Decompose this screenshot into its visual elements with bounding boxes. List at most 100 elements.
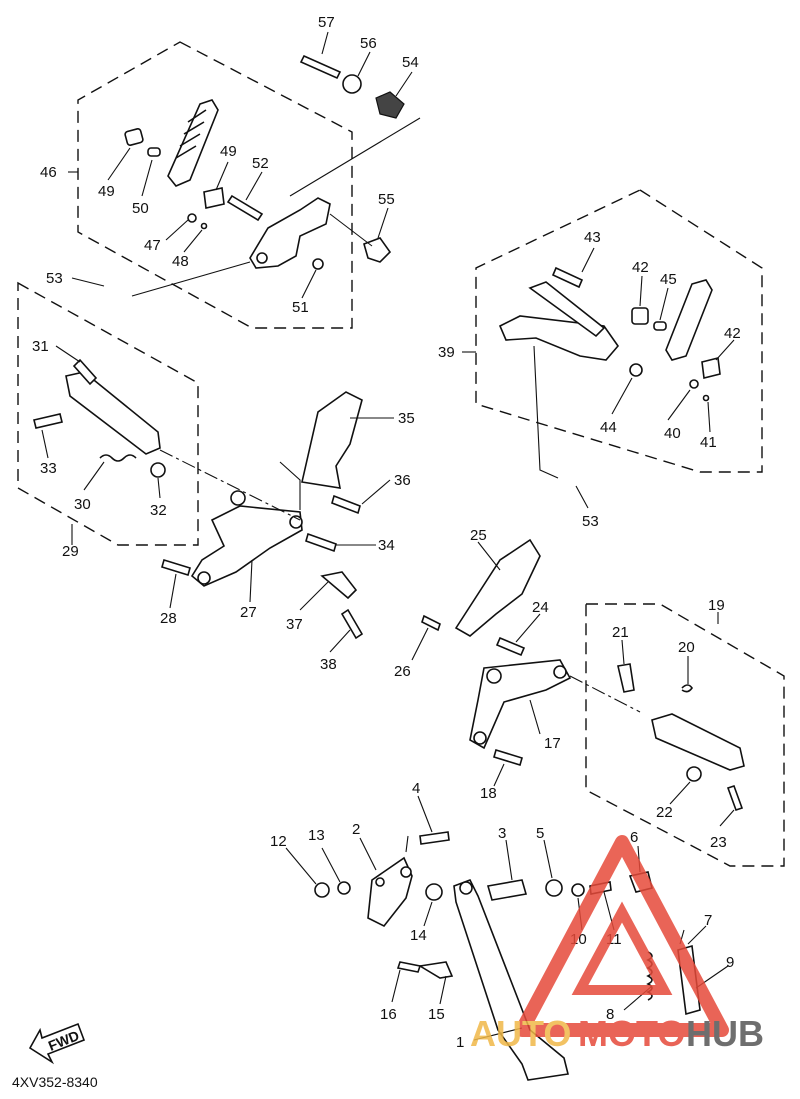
pin-50 [147, 147, 161, 157]
leader-55 [377, 207, 389, 239]
leader-18 [493, 763, 505, 787]
outline-assembly-29 [17, 281, 199, 546]
holder-49b [203, 187, 225, 209]
leader-31 [55, 345, 81, 363]
callout-5: 5 [536, 825, 544, 842]
sidestand-pivot [459, 881, 473, 895]
leader-57 [321, 31, 329, 55]
collar-55 [363, 237, 392, 263]
leader-48 [183, 229, 203, 253]
leader-44 [611, 377, 633, 415]
leader-49a [107, 147, 131, 181]
footrest-group-29 [33, 358, 166, 478]
leader-53b-b [575, 485, 589, 509]
footrest-group-39 [498, 266, 721, 402]
leader-38 [329, 629, 351, 653]
leader-50 [141, 159, 153, 197]
outline-assembly-19 [585, 603, 785, 867]
callout-33: 33 [40, 460, 57, 477]
callout-3: 3 [498, 825, 506, 842]
bolt-43 [551, 266, 584, 289]
callout-23: 23 [710, 834, 727, 851]
leader-28 [169, 573, 177, 609]
clip-15 [417, 961, 454, 979]
leader-45 [659, 287, 669, 321]
callout-35: 35 [398, 410, 415, 427]
leader-14 [423, 901, 433, 927]
leader-2 [359, 837, 377, 871]
footrest-peg-right [665, 279, 713, 361]
callout-42a: 42 [632, 259, 649, 276]
hole-17a [486, 668, 502, 684]
leader-54 [395, 71, 413, 97]
footrest-peg-lower-right [651, 713, 745, 771]
spring-30 [99, 454, 137, 462]
diagram-code: 4XV352-8340 [12, 1074, 98, 1090]
leader-15 [439, 975, 447, 1005]
fwd-arrow: FWD [28, 1022, 86, 1065]
leader-35-link [279, 461, 301, 510]
hole-17c [473, 731, 487, 745]
leader-4 [417, 795, 433, 833]
hole-17b [553, 665, 567, 679]
footrest-peg-left [65, 371, 161, 455]
bolt-18 [493, 748, 523, 767]
sidestand-1 [453, 878, 569, 1081]
callout-52: 52 [252, 155, 269, 172]
bolt-4 [419, 831, 450, 845]
screw-16 [396, 961, 422, 973]
callout-7: 7 [704, 912, 712, 929]
leader-41 [707, 401, 711, 433]
washer-40 [689, 379, 699, 389]
callout-47: 47 [144, 237, 161, 254]
callout-12: 12 [270, 833, 287, 850]
cover-35 [301, 391, 363, 489]
leader-43 [581, 247, 595, 273]
callout-49b: 49 [220, 143, 237, 160]
bracket-group-27 [159, 391, 364, 640]
bracket-2 [367, 856, 413, 928]
callout-22: 22 [656, 804, 673, 821]
pin-48 [200, 222, 208, 230]
leader-40 [667, 389, 691, 421]
callout-34: 34 [378, 537, 395, 554]
bolt-57 [299, 54, 342, 80]
leader-42a [639, 275, 643, 307]
callout-17: 17 [544, 735, 561, 752]
leader-36 [361, 479, 391, 505]
callout-42b: 42 [724, 325, 741, 342]
fwd-label: FWD [46, 1027, 82, 1054]
watermark-logo: AUTO MOTO HUB [470, 835, 764, 1054]
bolt-31 [72, 358, 98, 386]
callout-28: 28 [160, 610, 177, 627]
leader-22 [669, 781, 691, 805]
leader-53a [71, 277, 105, 287]
axis-line [159, 449, 301, 521]
bolt-52 [226, 194, 264, 222]
leader-1 [473, 1027, 523, 1041]
callout-13: 13 [308, 827, 325, 844]
spring-20 [681, 684, 693, 693]
callout-44: 44 [600, 419, 617, 436]
footrest-group-46 [124, 99, 392, 270]
callout-14: 14 [410, 927, 427, 944]
callout-32: 32 [150, 502, 167, 519]
leader-24 [515, 613, 541, 643]
callout-21: 21 [612, 624, 629, 641]
damper-54 [375, 91, 405, 119]
clip-37 [320, 571, 358, 600]
callout-30: 30 [74, 496, 91, 513]
bolt-3 [486, 879, 528, 901]
callout-48: 48 [172, 253, 189, 270]
footrest-group-19 [617, 663, 745, 812]
pin-45 [653, 321, 667, 331]
callout-50: 50 [132, 200, 149, 217]
callout-6: 6 [630, 829, 638, 846]
leader-26 [411, 627, 429, 661]
leader-top-bracket [289, 117, 421, 197]
callout-57: 57 [318, 14, 335, 31]
leader-25 [477, 541, 501, 571]
hole-2b [375, 877, 385, 887]
callout-19: 19 [708, 597, 725, 614]
